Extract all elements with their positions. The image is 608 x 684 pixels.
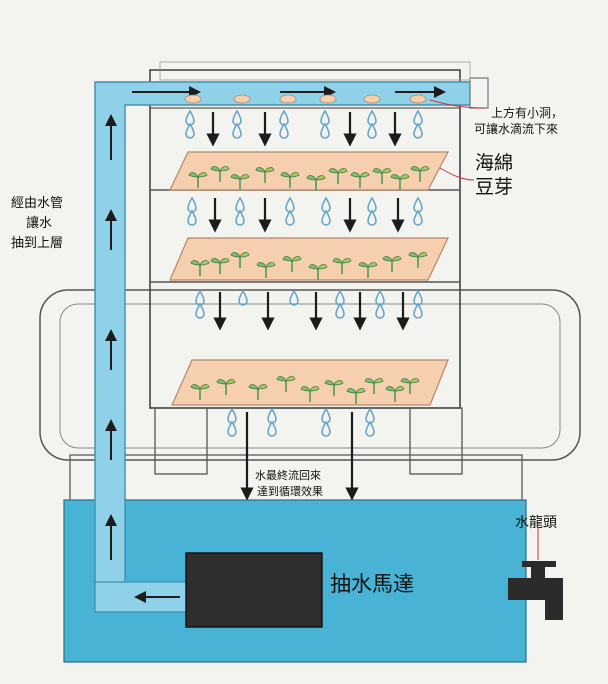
sponge-label: 海綿 xyxy=(475,152,514,174)
faucet-icon xyxy=(508,561,563,620)
sprout-label: 豆芽 xyxy=(475,176,514,198)
hole-note-line2: 可讓水滴流下來 xyxy=(474,122,559,136)
recycle-line2: 達到循環效果 xyxy=(257,485,323,498)
pump-label: 抽水馬達 xyxy=(330,572,414,596)
pipe-note-line3: 抽到上層 xyxy=(11,236,64,251)
faucet-label: 水龍頭 xyxy=(515,515,557,531)
hole-note-line1: 上方有小洞， xyxy=(491,106,564,120)
pump-icon xyxy=(185,552,323,628)
sponge-tray-2 xyxy=(169,237,449,281)
left-leg xyxy=(154,407,208,475)
pipe-note-line2: 讓水 xyxy=(26,216,53,231)
right-leg xyxy=(409,407,463,475)
pipe-note-line1: 經由水管 xyxy=(11,196,64,211)
pipe-flow-arrows xyxy=(105,86,446,603)
sponge-tray-1 xyxy=(169,151,449,191)
top-cover-outline xyxy=(159,61,471,81)
label-pointers xyxy=(429,99,539,560)
sponge-tray-3 xyxy=(171,359,449,406)
recycle-line1: 水最終流回來 xyxy=(255,469,321,482)
drip-holes xyxy=(184,94,427,104)
drip-down-arrows xyxy=(206,112,410,501)
pipe-end-cap xyxy=(469,77,489,109)
back-frame xyxy=(39,289,581,461)
back-frame-inner xyxy=(59,303,561,449)
